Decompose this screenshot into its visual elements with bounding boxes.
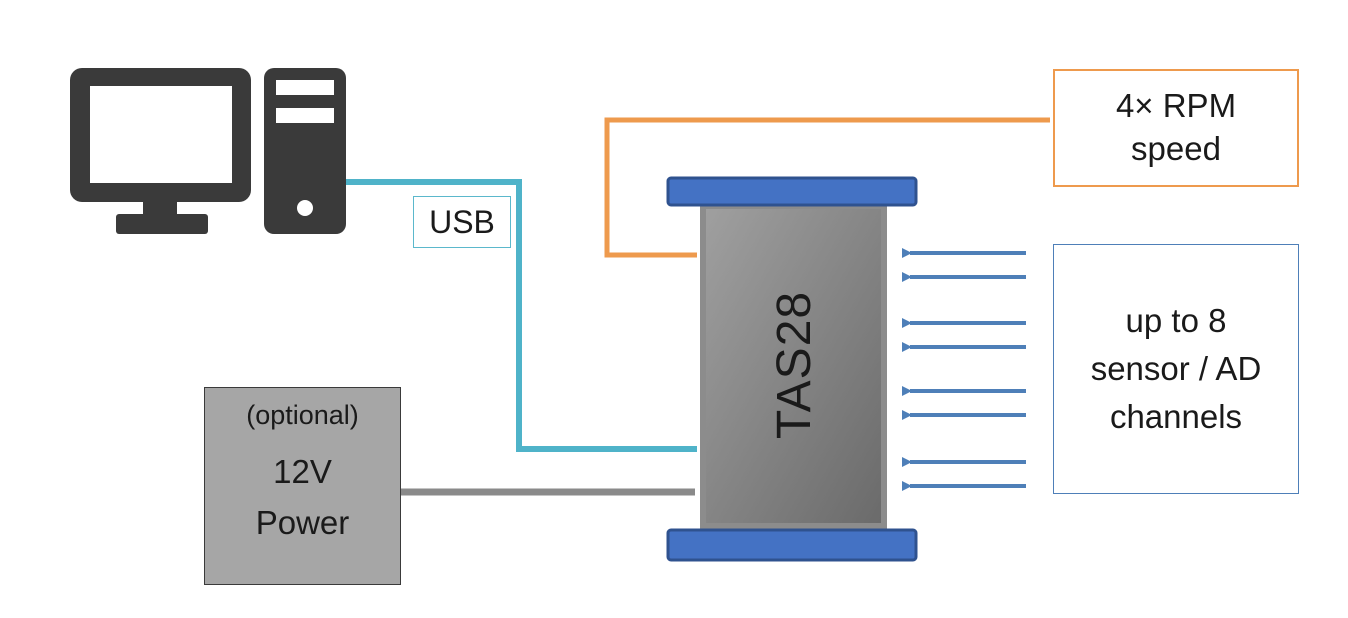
rpm-line-2: speed xyxy=(1131,130,1221,167)
rpm-line-1: 4× RPM xyxy=(1115,87,1237,125)
sensor-channels-box: up to 8 sensor / AD channels xyxy=(1053,244,1299,494)
power-supply-box: (optional) 12V Power xyxy=(204,387,401,585)
device-label: TAS28 xyxy=(768,290,821,440)
sensor-line-1: up to 8 xyxy=(1125,302,1227,340)
device-top-cap xyxy=(666,176,918,207)
sensor-line-3: channels xyxy=(1109,397,1243,435)
sensor-arrows xyxy=(902,248,1026,491)
power-optional-label: (optional) xyxy=(246,400,359,430)
tas28-device xyxy=(666,176,918,562)
usb-label-text: USB xyxy=(429,204,495,240)
power-label: Power xyxy=(255,504,350,541)
usb-label: USB xyxy=(413,196,511,248)
desktop-computer-icon xyxy=(70,68,346,234)
rpm-speed-box: 4× RPM speed xyxy=(1053,69,1299,187)
pc-tower-icon xyxy=(264,68,346,234)
usb-cable xyxy=(346,179,697,452)
power-voltage-label: 12V xyxy=(273,453,332,490)
device-bottom-cap xyxy=(666,528,918,562)
sensor-line-2: sensor / AD xyxy=(1090,350,1262,388)
monitor-icon xyxy=(70,68,251,234)
rpm-cable xyxy=(604,117,1050,258)
